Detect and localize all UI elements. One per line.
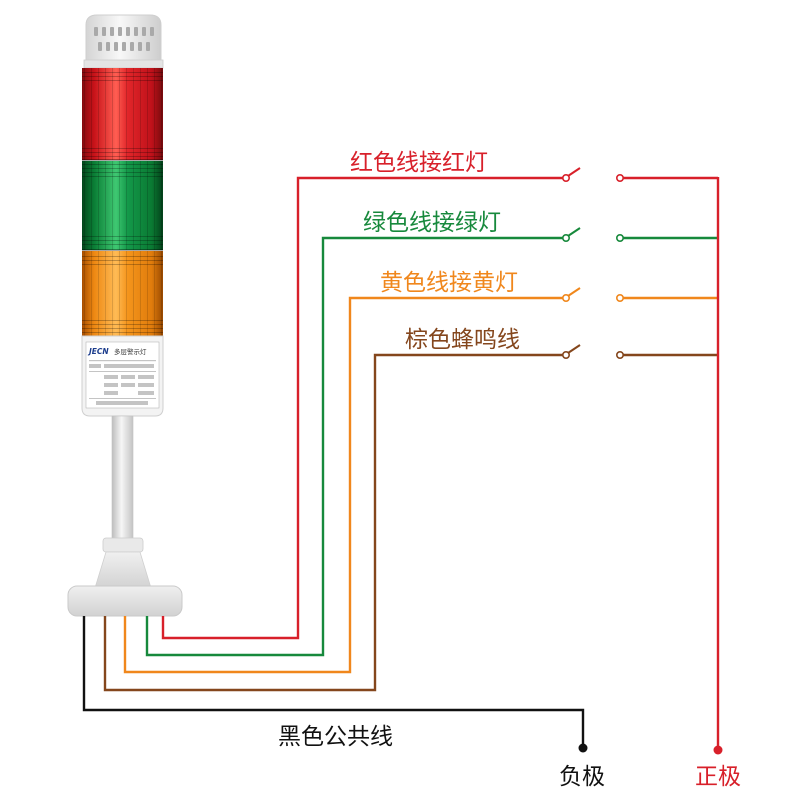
nameplate-spec-table [89,360,156,405]
green-wire [145,236,563,657]
switch-lever [567,287,581,297]
mounting-pole [111,415,134,543]
base-flange [67,585,183,617]
labels: 红色线接红灯 绿色线接绿灯 黄色线接黄灯 棕色蜂鸣线 黑色公共线 负极 正极 [278,150,741,790]
nameplate-brand: JECN [87,347,109,356]
switch-lever [567,167,581,177]
switch-lever [567,344,581,354]
switch-contact [615,350,624,359]
black-common-wire [82,616,585,746]
lamp-separator [82,159,163,161]
black-wire-label: 黑色公共线 [278,724,393,750]
cap-vents [94,27,154,51]
red-wire-label: 红色线接红灯 [350,150,488,176]
red-lamp-ridge-top [82,70,163,84]
green-lamp-ridge-bottom [82,235,163,248]
base-collar [102,537,144,553]
positive-terminal [713,745,723,755]
brown-wire [103,353,563,692]
green-lamp-ridge-top [82,163,163,177]
yellow-wire [123,296,563,674]
switch-contact [561,234,570,243]
amber-lamp-ridge-bottom [82,320,163,333]
switch-contact [561,350,570,359]
red-wire [161,176,563,640]
switch-contact [615,174,624,183]
switch-lever [567,227,581,237]
negative-terminal [578,743,588,753]
yellow-wire-label: 黄色线接黄灯 [380,270,518,296]
switch-contact [615,293,624,302]
cap-rim [83,59,164,69]
yellow-switch [561,287,624,302]
brown-wire-label: 棕色蜂鸣线 [405,327,520,353]
nameplate-product: 多层警示灯 [114,347,147,356]
red-lamp-ridge-bottom [82,145,163,158]
green-wire-label: 绿色线接绿灯 [363,210,501,236]
switch-contact [561,293,570,302]
switch-contact [615,234,624,243]
amber-lamp-ridge-top [82,253,163,267]
signal-tower: JECN 多层警示灯 [67,14,183,617]
negative-label: 负极 [559,764,605,790]
wiring [82,167,723,755]
switch-contact [561,174,570,183]
positive-label: 正极 [695,764,741,790]
lamp-separator [82,249,163,251]
